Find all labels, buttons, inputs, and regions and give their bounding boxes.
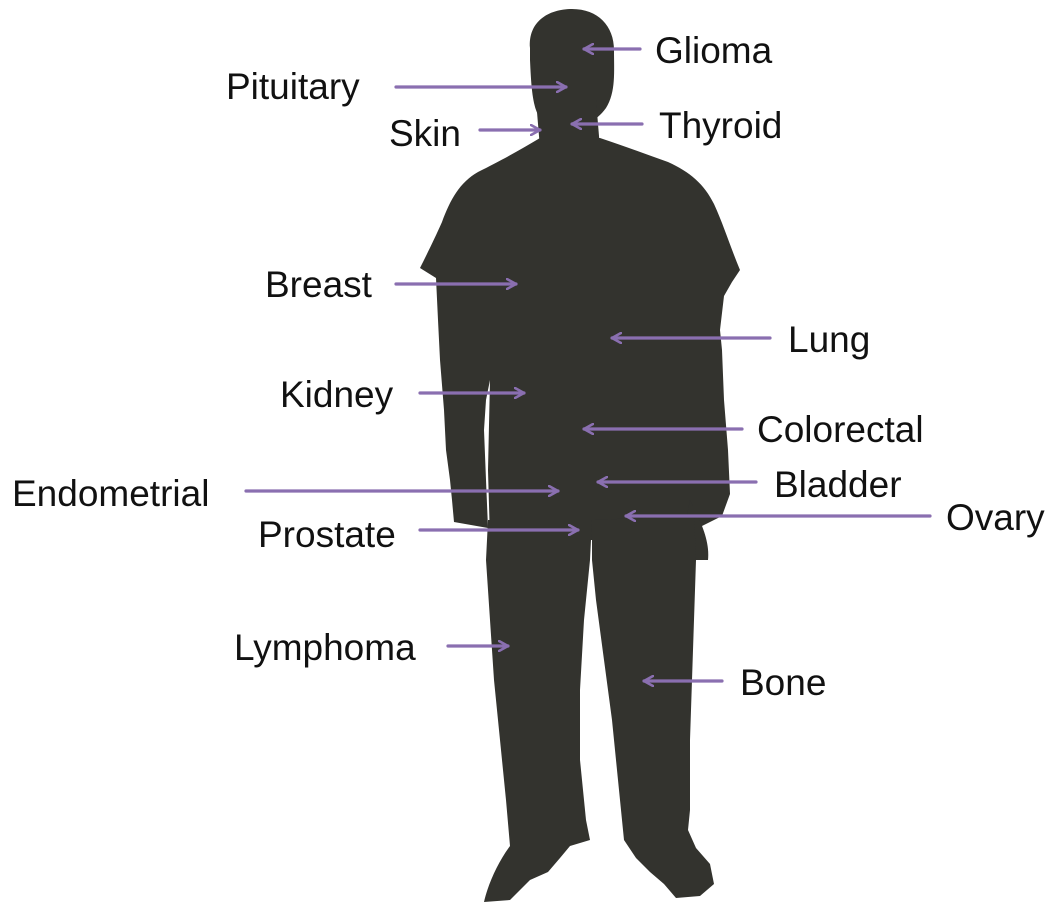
label-breast: Breast [265,264,373,305]
label-lung: Lung [788,319,870,360]
label-ovary: Ovary [946,497,1045,538]
label-skin: Skin [389,113,461,154]
label-lymphoma: Lymphoma [234,627,416,668]
label-endometrial: Endometrial [12,473,209,514]
label-glioma: Glioma [655,30,773,71]
label-prostate: Prostate [258,514,396,555]
label-bladder: Bladder [774,464,902,505]
label-bone: Bone [740,662,826,703]
label-thyroid: Thyroid [659,105,782,146]
label-colorectal: Colorectal [757,409,924,450]
label-kidney: Kidney [280,374,394,415]
silhouette-right-leg [592,516,714,898]
label-pituitary: Pituitary [226,66,360,107]
silhouette-left-leg [484,520,592,902]
